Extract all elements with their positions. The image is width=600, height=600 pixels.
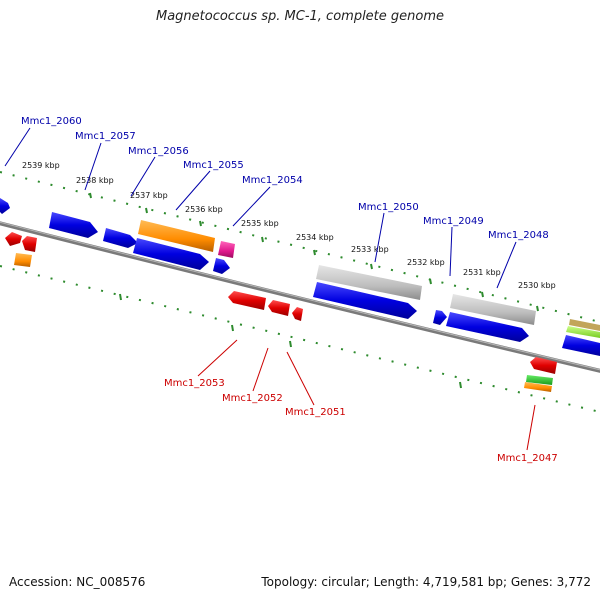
- feature-gray: [450, 294, 536, 325]
- gene-arrow-forward: [0, 198, 10, 214]
- major-tick: [429, 278, 432, 285]
- kbp-label: 2535 kbp: [241, 219, 279, 228]
- gene-arrow-reverse: [268, 300, 290, 316]
- leader-line: [286, 351, 315, 406]
- major-tick: [481, 291, 484, 298]
- gene-arrow-forward: [133, 238, 209, 270]
- major-tick: [231, 324, 234, 332]
- accession-label: Accession: NC_008576: [9, 575, 146, 589]
- leader-line: [232, 186, 271, 227]
- gene-label: Mmc1_2047: [497, 453, 558, 464]
- outer-tick-ruler: [0, 171, 600, 323]
- leader-line: [4, 127, 31, 167]
- reverse-gene-labels: Mmc1_2053 Mmc1_2052 Mmc1_2051 Mmc1_2047: [164, 378, 558, 464]
- gene-arrow-forward: [103, 228, 138, 248]
- leader-line: [526, 404, 536, 451]
- major-tick: [313, 249, 316, 256]
- gene-arrow-forward: [213, 258, 230, 274]
- kbp-label: 2536 kbp: [185, 205, 223, 214]
- kbp-label: 2539 kbp: [22, 161, 60, 170]
- topology-label: Topology: circular; Length: 4,719,581 bp…: [261, 575, 591, 589]
- leader-line: [496, 241, 517, 289]
- major-tick: [261, 236, 264, 243]
- gene-label: Mmc1_2060: [21, 116, 82, 127]
- kbp-label: 2531 kbp: [463, 268, 501, 277]
- leader-line: [252, 347, 269, 392]
- feature-orange: [14, 253, 32, 267]
- kbp-label: 2532 kbp: [407, 258, 445, 267]
- gene-arrow-reverse: [5, 232, 22, 246]
- genome-backbone-highlight: [0, 221, 600, 371]
- feature-tan: [569, 319, 600, 331]
- feature-orange: [138, 220, 215, 252]
- gene-arrow-forward: [49, 212, 98, 238]
- gene-arrow-reverse: [292, 307, 303, 321]
- major-tick: [119, 293, 122, 301]
- genome-backbone: [0, 221, 600, 373]
- feature-magenta: [218, 241, 235, 258]
- leader-lines: [4, 127, 536, 451]
- gene-label: Mmc1_2048: [488, 230, 549, 241]
- kbp-label: 2538 kbp: [76, 176, 114, 185]
- kbp-label: 2537 kbp: [130, 191, 168, 200]
- gene-arrow-forward: [433, 310, 447, 325]
- map-title: Magnetococcus sp. MC-1, complete genome: [155, 9, 445, 24]
- leader-line: [197, 339, 238, 377]
- kbp-labels: 2539 kbp 2538 kbp 2537 kbp 2536 kbp 2535…: [22, 161, 556, 290]
- gene-label: Mmc1_2054: [242, 175, 303, 186]
- kbp-label: 2533 kbp: [351, 245, 389, 254]
- gene-label: Mmc1_2050: [358, 202, 419, 213]
- major-tick: [370, 263, 373, 270]
- major-tick: [289, 340, 292, 348]
- leader-line: [130, 156, 156, 197]
- forward-gene-labels: Mmc1_2060 Mmc1_2057 Mmc1_2056 Mmc1_2055 …: [21, 116, 549, 241]
- feature-green: [526, 375, 553, 385]
- forward-strand-features: [0, 198, 600, 356]
- gene-label: Mmc1_2051: [285, 407, 346, 418]
- feature-orange: [524, 382, 552, 392]
- gene-arrow-reverse: [530, 357, 557, 374]
- gene-label: Mmc1_2057: [75, 131, 136, 142]
- gene-arrow-reverse: [22, 236, 37, 252]
- gene-label: Mmc1_2056: [128, 146, 189, 157]
- gene-arrow-forward: [562, 335, 600, 356]
- gene-arrow-forward: [446, 312, 529, 342]
- gene-label: Mmc1_2053: [164, 378, 225, 389]
- major-tick: [536, 305, 539, 312]
- inner-tick-ruler: [0, 265, 600, 413]
- gene-arrow-reverse: [228, 291, 266, 310]
- gene-label: Mmc1_2055: [183, 160, 244, 171]
- leader-line: [175, 170, 211, 211]
- major-tick: [89, 192, 92, 199]
- kbp-label: 2534 kbp: [296, 233, 334, 242]
- leader-line: [84, 142, 102, 191]
- gene-label: Mmc1_2052: [222, 393, 283, 404]
- reverse-strand-features: [5, 232, 557, 392]
- major-tick: [199, 220, 202, 227]
- gene-label: Mmc1_2049: [423, 216, 484, 227]
- leader-line: [449, 226, 453, 277]
- leader-line: [374, 212, 385, 263]
- major-tick: [459, 381, 462, 389]
- feature-lime: [566, 326, 600, 338]
- feature-gray: [316, 265, 422, 300]
- kbp-label: 2530 kbp: [518, 281, 556, 290]
- major-tick: [145, 207, 148, 214]
- gene-arrow-forward: [313, 282, 417, 319]
